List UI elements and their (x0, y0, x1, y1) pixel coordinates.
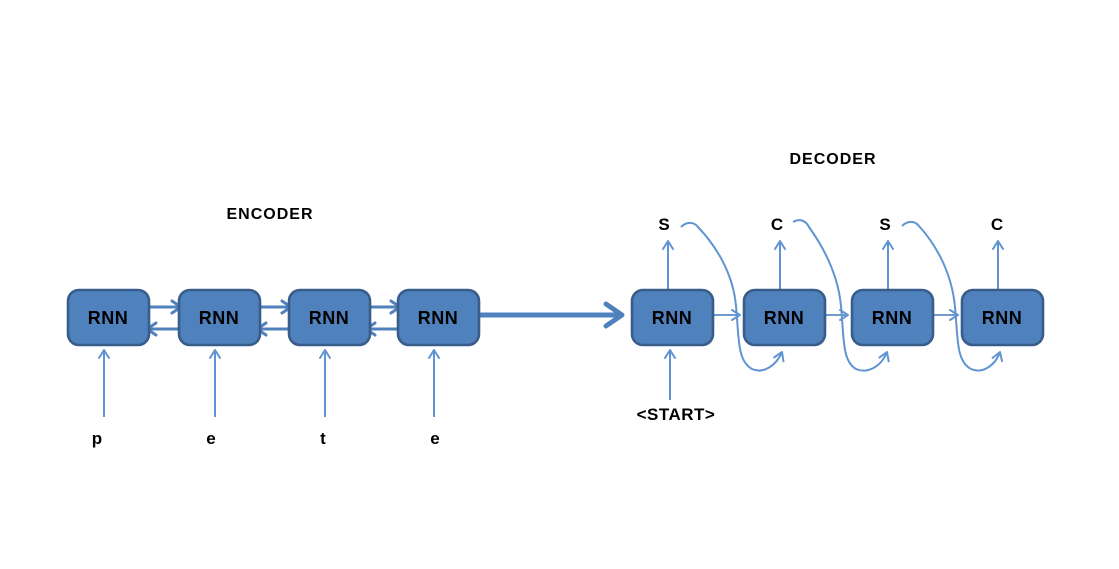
encoder-rnn-label-1: RNN (88, 308, 129, 328)
start-token-label: <START> (637, 405, 716, 424)
decoder-rnn-label-3: RNN (872, 308, 913, 328)
encoder-rnn-unit-1: RNN (66, 288, 151, 347)
decoder-rnn-label-2: RNN (764, 308, 805, 328)
decoder-rnn-box-2 (742, 288, 827, 347)
decoder-rnn-box-3 (850, 288, 935, 347)
decoder-rnn-box-4 (960, 288, 1045, 347)
decoder-output-label-3: S (879, 215, 890, 234)
encoder-input-label-1: p (92, 429, 102, 448)
decoder-title: DECODER (789, 151, 876, 168)
encoder-title: ENCODER (226, 206, 313, 223)
decoder-output-label-2: C (771, 215, 783, 234)
encoder-rnn-unit-4: RNN (396, 288, 481, 347)
decoder-rnn-box-1 (630, 288, 715, 347)
encoder-rnn-unit-3: RNN (287, 288, 372, 347)
decoder-output-label-1: S (658, 215, 669, 234)
encoder-rnn-box-4 (396, 288, 481, 347)
decoder-rnn-unit-4: RNN (960, 288, 1045, 347)
encoder-rnn-label-3: RNN (309, 308, 350, 328)
decoder-rnn-label-1: RNN (652, 308, 693, 328)
decoder-rnn-unit-2: RNN (742, 288, 827, 347)
encoder-rnn-box-3 (287, 288, 372, 347)
encoder-input-label-4: e (430, 429, 439, 448)
encoder-rnn-label-2: RNN (199, 308, 240, 328)
encoder-input-label-2: e (206, 429, 215, 448)
decoder-rnn-unit-1: RNN (630, 288, 715, 347)
feedback-curve-1 (680, 221, 785, 372)
feedback-curve-3 (901, 220, 1004, 372)
encoder-input-label-3: t (320, 429, 326, 448)
decoder-rnn-label-4: RNN (982, 308, 1023, 328)
decoder-output-label-4: C (991, 215, 1003, 234)
feedback-curve-2 (792, 219, 890, 372)
encoder-rnn-box-1 (66, 288, 151, 347)
encoder-rnn-box-2 (177, 288, 262, 347)
encoder-rnn-label-4: RNN (418, 308, 459, 328)
encoder-rnn-unit-2: RNN (177, 288, 262, 347)
decoder-rnn-unit-3: RNN (850, 288, 935, 347)
